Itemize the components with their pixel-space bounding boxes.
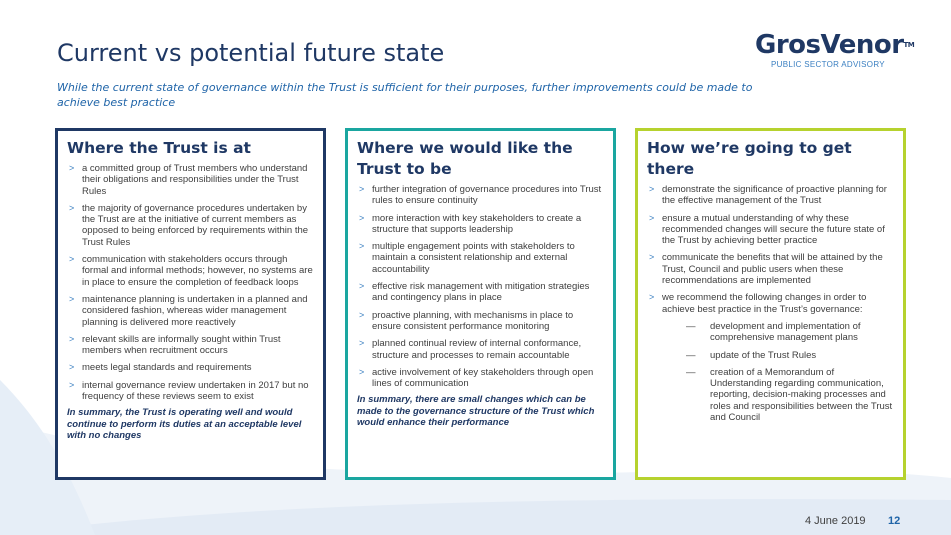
list-item: > further integration of governance proce… — [357, 184, 604, 207]
list-item-text: active involvement of key stakeholders t… — [372, 366, 594, 390]
list-item: > communication with stakeholders occurs … — [67, 254, 314, 288]
list-item: > meets legal standards and requirements — [67, 362, 314, 373]
logo-name: GrosVenor — [755, 30, 904, 60]
list-item-text: communication with stakeholders occurs t… — [82, 254, 313, 288]
chevron-right-icon: > — [359, 281, 365, 292]
current-state-panel: Where the Trust is at > a committed group… — [55, 128, 326, 480]
chevron-right-icon: > — [69, 293, 75, 304]
list-item: > ensure a mutual understanding of why th… — [647, 213, 894, 247]
chevron-right-icon: > — [69, 362, 75, 373]
panel-summary: In summary, there are small changes whic… — [357, 394, 595, 429]
panel-heading: How we’re going to get there — [647, 139, 852, 178]
chevron-right-icon: > — [69, 379, 75, 390]
list-item-text: internal governance review undertaken in… — [82, 379, 309, 403]
chevron-right-icon: > — [649, 252, 655, 263]
list-item-text: a committed group of Trust members who u… — [82, 163, 308, 197]
list-item: > more interaction with key stakeholders … — [357, 213, 604, 236]
list-item-text: communicate the benefits that will be at… — [662, 252, 883, 287]
current-state-list: > a committed group of Trust members who … — [67, 163, 314, 402]
chevron-right-icon: > — [69, 163, 75, 173]
list-item-text: relevant skills are informally sought wi… — [82, 333, 281, 357]
list-item: > effective risk management with mitigati… — [357, 281, 604, 304]
list-item: > planned continual review of internal co… — [357, 338, 604, 361]
list-item-text: more interaction with key stakeholders t… — [372, 212, 582, 235]
list-item-text: effective risk management with mitigatio… — [372, 281, 590, 304]
list-item-text: multiple engagement points with stakehol… — [372, 241, 575, 275]
recommendations-sublist: — development and implementation of compr… — [662, 321, 894, 423]
logo-wordmark: GrosVenorTM — [755, 30, 915, 60]
chevron-right-icon: > — [359, 212, 365, 223]
panel-heading: Where the Trust is at — [67, 139, 251, 157]
grosvenor-logo: GrosVenorTM PUBLIC SECTOR ADVISORY — [755, 30, 915, 74]
list-item: > maintenance planning is undertaken in a… — [67, 294, 314, 328]
chevron-right-icon: > — [649, 212, 655, 223]
dash-icon: — — [686, 320, 696, 332]
list-item: > internal governance review undertaken i… — [67, 380, 314, 403]
sublist-item-text: development and implementation of compre… — [710, 320, 861, 344]
logo-tm: TM — [903, 41, 915, 49]
chevron-right-icon: > — [649, 292, 655, 303]
footer-date: 4 June 2019 — [805, 515, 866, 527]
sublist-item-text: update of the Trust Rules — [710, 349, 817, 361]
list-item-text: proactive planning, with mechanisms in p… — [372, 309, 574, 332]
list-item-text: meets legal standards and requirements — [82, 362, 252, 374]
sublist-item: — creation of a Memorandum of Understandi… — [662, 367, 894, 423]
chevron-right-icon: > — [359, 309, 365, 320]
chevron-right-icon: > — [359, 338, 365, 349]
list-item: > multiple engagement points with stakeho… — [357, 241, 604, 275]
list-item-text: maintenance planning is undertaken in a … — [82, 293, 308, 328]
dash-icon: — — [686, 366, 696, 378]
chevron-right-icon: > — [69, 202, 75, 213]
chevron-right-icon: > — [649, 184, 655, 194]
list-item: > the majority of governance procedures u… — [67, 203, 314, 248]
dash-icon: — — [686, 349, 696, 361]
page-subtitle: While the current state of governance wi… — [57, 81, 753, 109]
list-item-text: ensure a mutual understanding of why the… — [662, 212, 885, 247]
roadmap-list: > demonstrate the significance of proacti… — [647, 184, 894, 423]
chevron-right-icon: > — [69, 333, 75, 344]
page-title: Current vs potential future state — [57, 39, 445, 67]
list-item-text: we recommend the following changes in or… — [662, 292, 867, 315]
list-item: > relevant skills are informally sought w… — [67, 334, 314, 357]
list-item-text: planned continual review of internal con… — [372, 338, 582, 361]
panel-heading: Where we would like the Trust to be — [357, 139, 573, 178]
chevron-right-icon: > — [359, 241, 365, 252]
chevron-right-icon: > — [359, 366, 365, 377]
chevron-right-icon: > — [359, 184, 365, 194]
future-state-panel: Where we would like the Trust to be > fur… — [345, 128, 616, 480]
list-item: > demonstrate the significance of proacti… — [647, 184, 894, 207]
list-item: > communicate the benefits that will be a… — [647, 252, 894, 286]
list-item-text: demonstrate the significance of proactiv… — [662, 184, 887, 207]
future-state-list: > further integration of governance proce… — [357, 184, 604, 389]
list-item: > active involvement of key stakeholders … — [357, 367, 604, 390]
panel-summary: In summary, the Trust is operating well … — [67, 407, 302, 442]
sublist-item: — update of the Trust Rules — [662, 350, 894, 361]
roadmap-panel: How we’re going to get there > demonstrat… — [635, 128, 906, 480]
list-item-text: further integration of governance proced… — [372, 184, 602, 207]
chevron-right-icon: > — [69, 254, 75, 265]
list-item: > a committed group of Trust members who … — [67, 163, 314, 197]
sublist-item-text: creation of a Memorandum of Understandin… — [710, 366, 893, 424]
list-item-text: the majority of governance procedures un… — [82, 202, 309, 248]
logo-subtitle: PUBLIC SECTOR ADVISORY — [771, 60, 885, 69]
page-number: 12 — [888, 515, 901, 527]
sublist-item: — development and implementation of compr… — [662, 321, 894, 344]
list-item: > we recommend the following changes in o… — [647, 292, 894, 423]
list-item: > proactive planning, with mechanisms in … — [357, 310, 604, 333]
